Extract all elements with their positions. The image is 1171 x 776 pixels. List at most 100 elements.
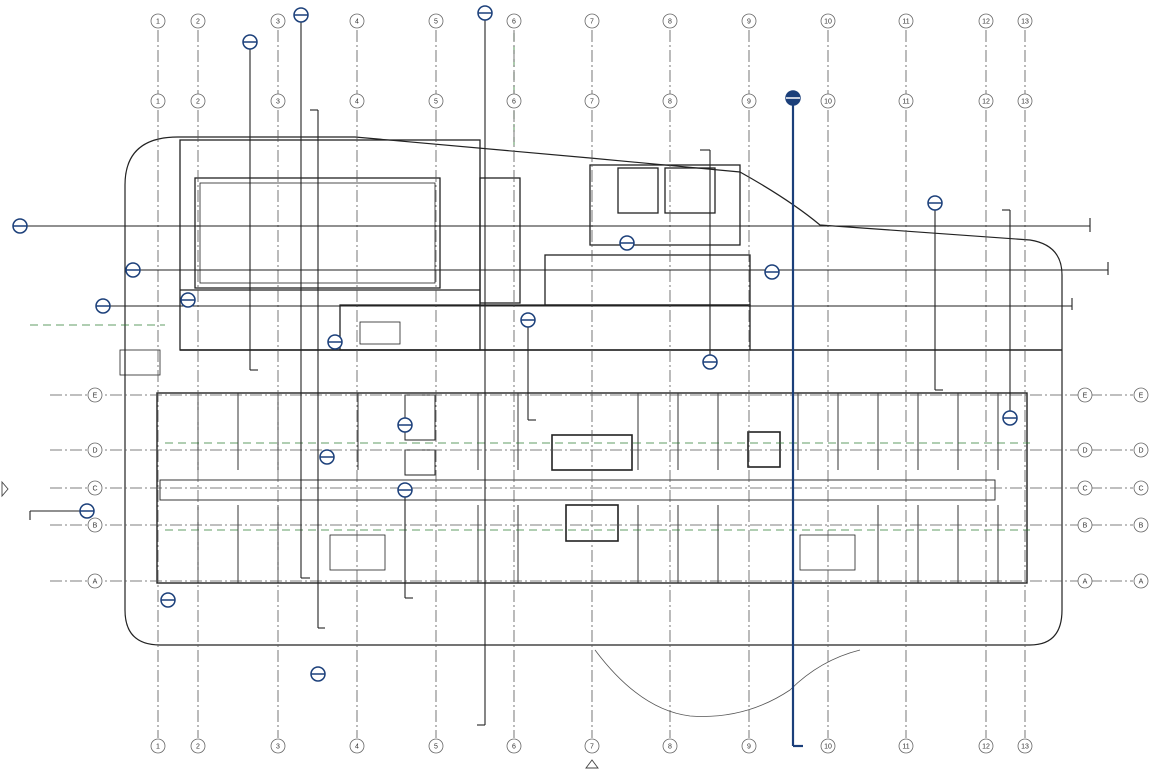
grid-bubble-E-0[interactable]: E <box>87 387 103 403</box>
grid-label: 5 <box>434 99 438 106</box>
grid-column-10[interactable]: 10 10 10 <box>820 13 836 754</box>
grid-bubble-4-2[interactable]: 4 <box>349 738 365 754</box>
grid-column-2[interactable]: 2 2 2 <box>190 13 206 754</box>
grid-bubble-3-0[interactable]: 3 <box>270 13 286 29</box>
grid-bubble-7-0[interactable]: 7 <box>584 13 600 29</box>
grid-bubble-11-0[interactable]: 11 <box>898 13 914 29</box>
section-marker-icon <box>702 354 718 370</box>
grid-label: B <box>1083 523 1088 530</box>
grid-bubble-12-1[interactable]: 12 <box>978 93 994 109</box>
section-marker-icon <box>397 482 413 498</box>
grid-column-12[interactable]: 12 12 12 <box>978 13 994 754</box>
grid-bubble-9-0[interactable]: 9 <box>741 13 757 29</box>
grid-bubble-D-1[interactable]: D <box>1077 442 1093 458</box>
grid-bubble-2-2[interactable]: 2 <box>190 738 206 754</box>
grid-bubble-B-2[interactable]: B <box>1133 517 1149 533</box>
grid-column-5[interactable]: 5 5 5 <box>428 13 444 754</box>
grid-bubble-E-2[interactable]: E <box>1133 387 1149 403</box>
section-marker-icon <box>125 262 141 278</box>
grid-column-9[interactable]: 9 9 9 <box>741 13 757 754</box>
grid-bubble-12-0[interactable]: 12 <box>978 13 994 29</box>
grid-label: C <box>1138 486 1143 493</box>
grid-column-11[interactable]: 11 11 11 <box>898 13 914 754</box>
grid-bubble-C-1[interactable]: C <box>1077 480 1093 496</box>
grid-bubble-5-0[interactable]: 5 <box>428 13 444 29</box>
grid-bubble-1-2[interactable]: 1 <box>150 738 166 754</box>
grid-bubble-4-0[interactable]: 4 <box>349 13 365 29</box>
grid-bubble-11-1[interactable]: 11 <box>898 93 914 109</box>
grid-bubble-10-0[interactable]: 10 <box>820 13 836 29</box>
grid-bubble-6-2[interactable]: 6 <box>506 738 522 754</box>
grid-bubble-8-2[interactable]: 8 <box>662 738 678 754</box>
grid-bubble-B-1[interactable]: B <box>1077 517 1093 533</box>
grid-column-1[interactable]: 1 1 1 <box>150 13 166 754</box>
grid-bubble-13-2[interactable]: 13 <box>1017 738 1033 754</box>
section-markers[interactable] <box>12 5 1018 682</box>
horizontal-grid-lines: E E E D D D C C C B B B A A A <box>50 387 1149 589</box>
grid-bubble-4-1[interactable]: 4 <box>349 93 365 109</box>
section-marker-icon <box>293 7 309 23</box>
grid-bubble-B-0[interactable]: B <box>87 517 103 533</box>
grid-label: D <box>1082 448 1087 455</box>
section-marker-icon <box>520 312 536 328</box>
grid-label: 1 <box>156 19 160 26</box>
section-marker-icon <box>319 449 335 465</box>
grid-bubble-C-0[interactable]: C <box>87 480 103 496</box>
grid-label: 13 <box>1021 744 1029 751</box>
grid-label: 7 <box>590 744 594 751</box>
grid-bubble-5-2[interactable]: 5 <box>428 738 444 754</box>
grid-bubble-3-1[interactable]: 3 <box>270 93 286 109</box>
grid-bubble-A-1[interactable]: A <box>1077 573 1093 589</box>
grid-label: 5 <box>434 744 438 751</box>
selected-section-line[interactable] <box>791 98 803 748</box>
grid-bubble-E-1[interactable]: E <box>1077 387 1093 403</box>
grid-bubble-1-1[interactable]: 1 <box>150 93 166 109</box>
grid-bubble-8-0[interactable]: 8 <box>662 13 678 29</box>
grid-bubble-2-0[interactable]: 2 <box>190 13 206 29</box>
grid-bubble-D-0[interactable]: D <box>87 442 103 458</box>
grid-label: 4 <box>355 19 359 26</box>
grid-bubble-1-0[interactable]: 1 <box>150 13 166 29</box>
grid-bubble-12-2[interactable]: 12 <box>978 738 994 754</box>
grid-column-3[interactable]: 3 3 3 <box>270 13 286 754</box>
grid-column-7[interactable]: 7 7 7 <box>584 13 600 754</box>
grid-column-6[interactable]: 6 6 6 <box>506 13 522 754</box>
grid-label: 12 <box>982 19 990 26</box>
grid-bubble-D-2[interactable]: D <box>1133 442 1149 458</box>
north-arrow-icon <box>585 759 599 769</box>
grid-bubble-10-1[interactable]: 10 <box>820 93 836 109</box>
grid-bubble-13-1[interactable]: 13 <box>1017 93 1033 109</box>
grid-bubble-11-2[interactable]: 11 <box>898 738 914 754</box>
grid-bubble-3-2[interactable]: 3 <box>270 738 286 754</box>
grid-bubble-7-2[interactable]: 7 <box>584 738 600 754</box>
grid-bubble-6-1[interactable]: 6 <box>506 93 522 109</box>
grid-column-4[interactable]: 4 4 4 <box>349 13 365 754</box>
grid-bubble-9-1[interactable]: 9 <box>741 93 757 109</box>
grid-bubble-9-2[interactable]: 9 <box>741 738 757 754</box>
grid-column-13[interactable]: 13 13 13 <box>1017 13 1033 754</box>
grid-label: C <box>92 486 97 493</box>
grid-bubble-7-1[interactable]: 7 <box>584 93 600 109</box>
grid-bubble-13-0[interactable]: 13 <box>1017 13 1033 29</box>
grid-bubble-2-1[interactable]: 2 <box>190 93 206 109</box>
grid-bubble-C-2[interactable]: C <box>1133 480 1149 496</box>
grid-label: E <box>1083 393 1088 400</box>
grid-label: 13 <box>1021 99 1029 106</box>
grid-label: 9 <box>747 99 751 106</box>
grid-column-8[interactable]: 8 8 8 <box>662 13 678 754</box>
grid-label: 6 <box>512 19 516 26</box>
grid-bubble-10-2[interactable]: 10 <box>820 738 836 754</box>
grid-bubble-5-1[interactable]: 5 <box>428 93 444 109</box>
grid-bubble-A-2[interactable]: A <box>1133 573 1149 589</box>
grid-bubble-8-1[interactable]: 8 <box>662 93 678 109</box>
vertical-grid-lines: 1112223334445556667778889991010101111111… <box>150 13 1033 754</box>
grid-bubble-6-0[interactable]: 6 <box>506 13 522 29</box>
grid-label: 9 <box>747 744 751 751</box>
grid-bubble-A-0[interactable]: A <box>87 573 103 589</box>
